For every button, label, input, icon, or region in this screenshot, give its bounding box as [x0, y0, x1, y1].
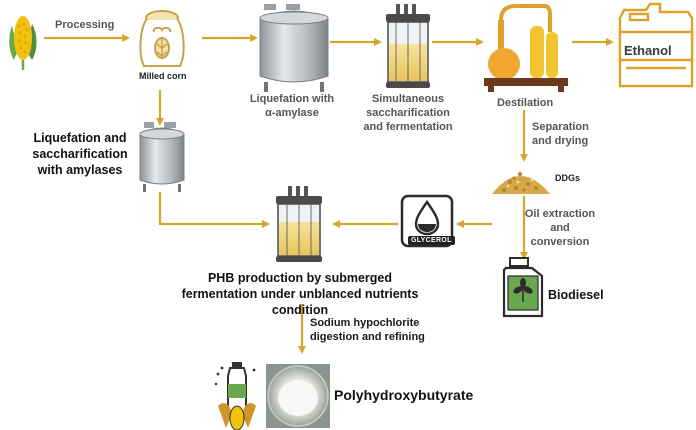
- jerrycan-icon: [618, 2, 694, 88]
- bioreactor-icon: [386, 4, 430, 88]
- arrows: [44, 34, 614, 354]
- steel-tank-icon: [259, 4, 329, 92]
- steel-tank-icon-2: [139, 122, 185, 192]
- label-oil-extraction: Oil extraction and conversion: [524, 208, 596, 248]
- distillation-icon: [484, 4, 568, 92]
- label-milled-corn: Milled corn: [139, 71, 187, 81]
- label-glycerol: GLYCEROL: [408, 236, 455, 245]
- bioreactor-icon-2: [276, 186, 322, 262]
- label-processing: Processing: [55, 19, 115, 31]
- label-product: Polyhydroxybutyrate: [334, 387, 474, 403]
- ddgs-pile-icon: [492, 172, 550, 194]
- label-liquefation-amylases: Liquefation and saccharification with am…: [32, 131, 128, 177]
- label-ethanol: Ethanol: [624, 43, 672, 58]
- label-ddgs: DDGs: [555, 173, 581, 183]
- phb-powder-dish-icon: [266, 364, 330, 428]
- corn-icon: [9, 16, 37, 70]
- label-biodiesel: Biodiesel: [548, 288, 604, 302]
- grain-sack-icon: [139, 10, 185, 67]
- arrow-tank-to-bioreactor: [158, 192, 270, 228]
- label-destilation: Destilation: [497, 97, 554, 109]
- label-hypochlorite: Sodium hypochlorite digestion and refini…: [310, 317, 425, 343]
- glycerol-drop-icon: [400, 194, 454, 248]
- label-separation: Separation and drying: [532, 121, 589, 147]
- label-phb-production: PHB production by submerged fermentation…: [181, 271, 419, 317]
- bottle-corn-icon: [214, 362, 256, 430]
- label-ssf: Simultaneous saccharification and fermen…: [363, 93, 453, 133]
- biodiesel-can-icon: [502, 257, 544, 318]
- label-liquefation-alpha: Liquefation with α-amylase: [249, 93, 335, 119]
